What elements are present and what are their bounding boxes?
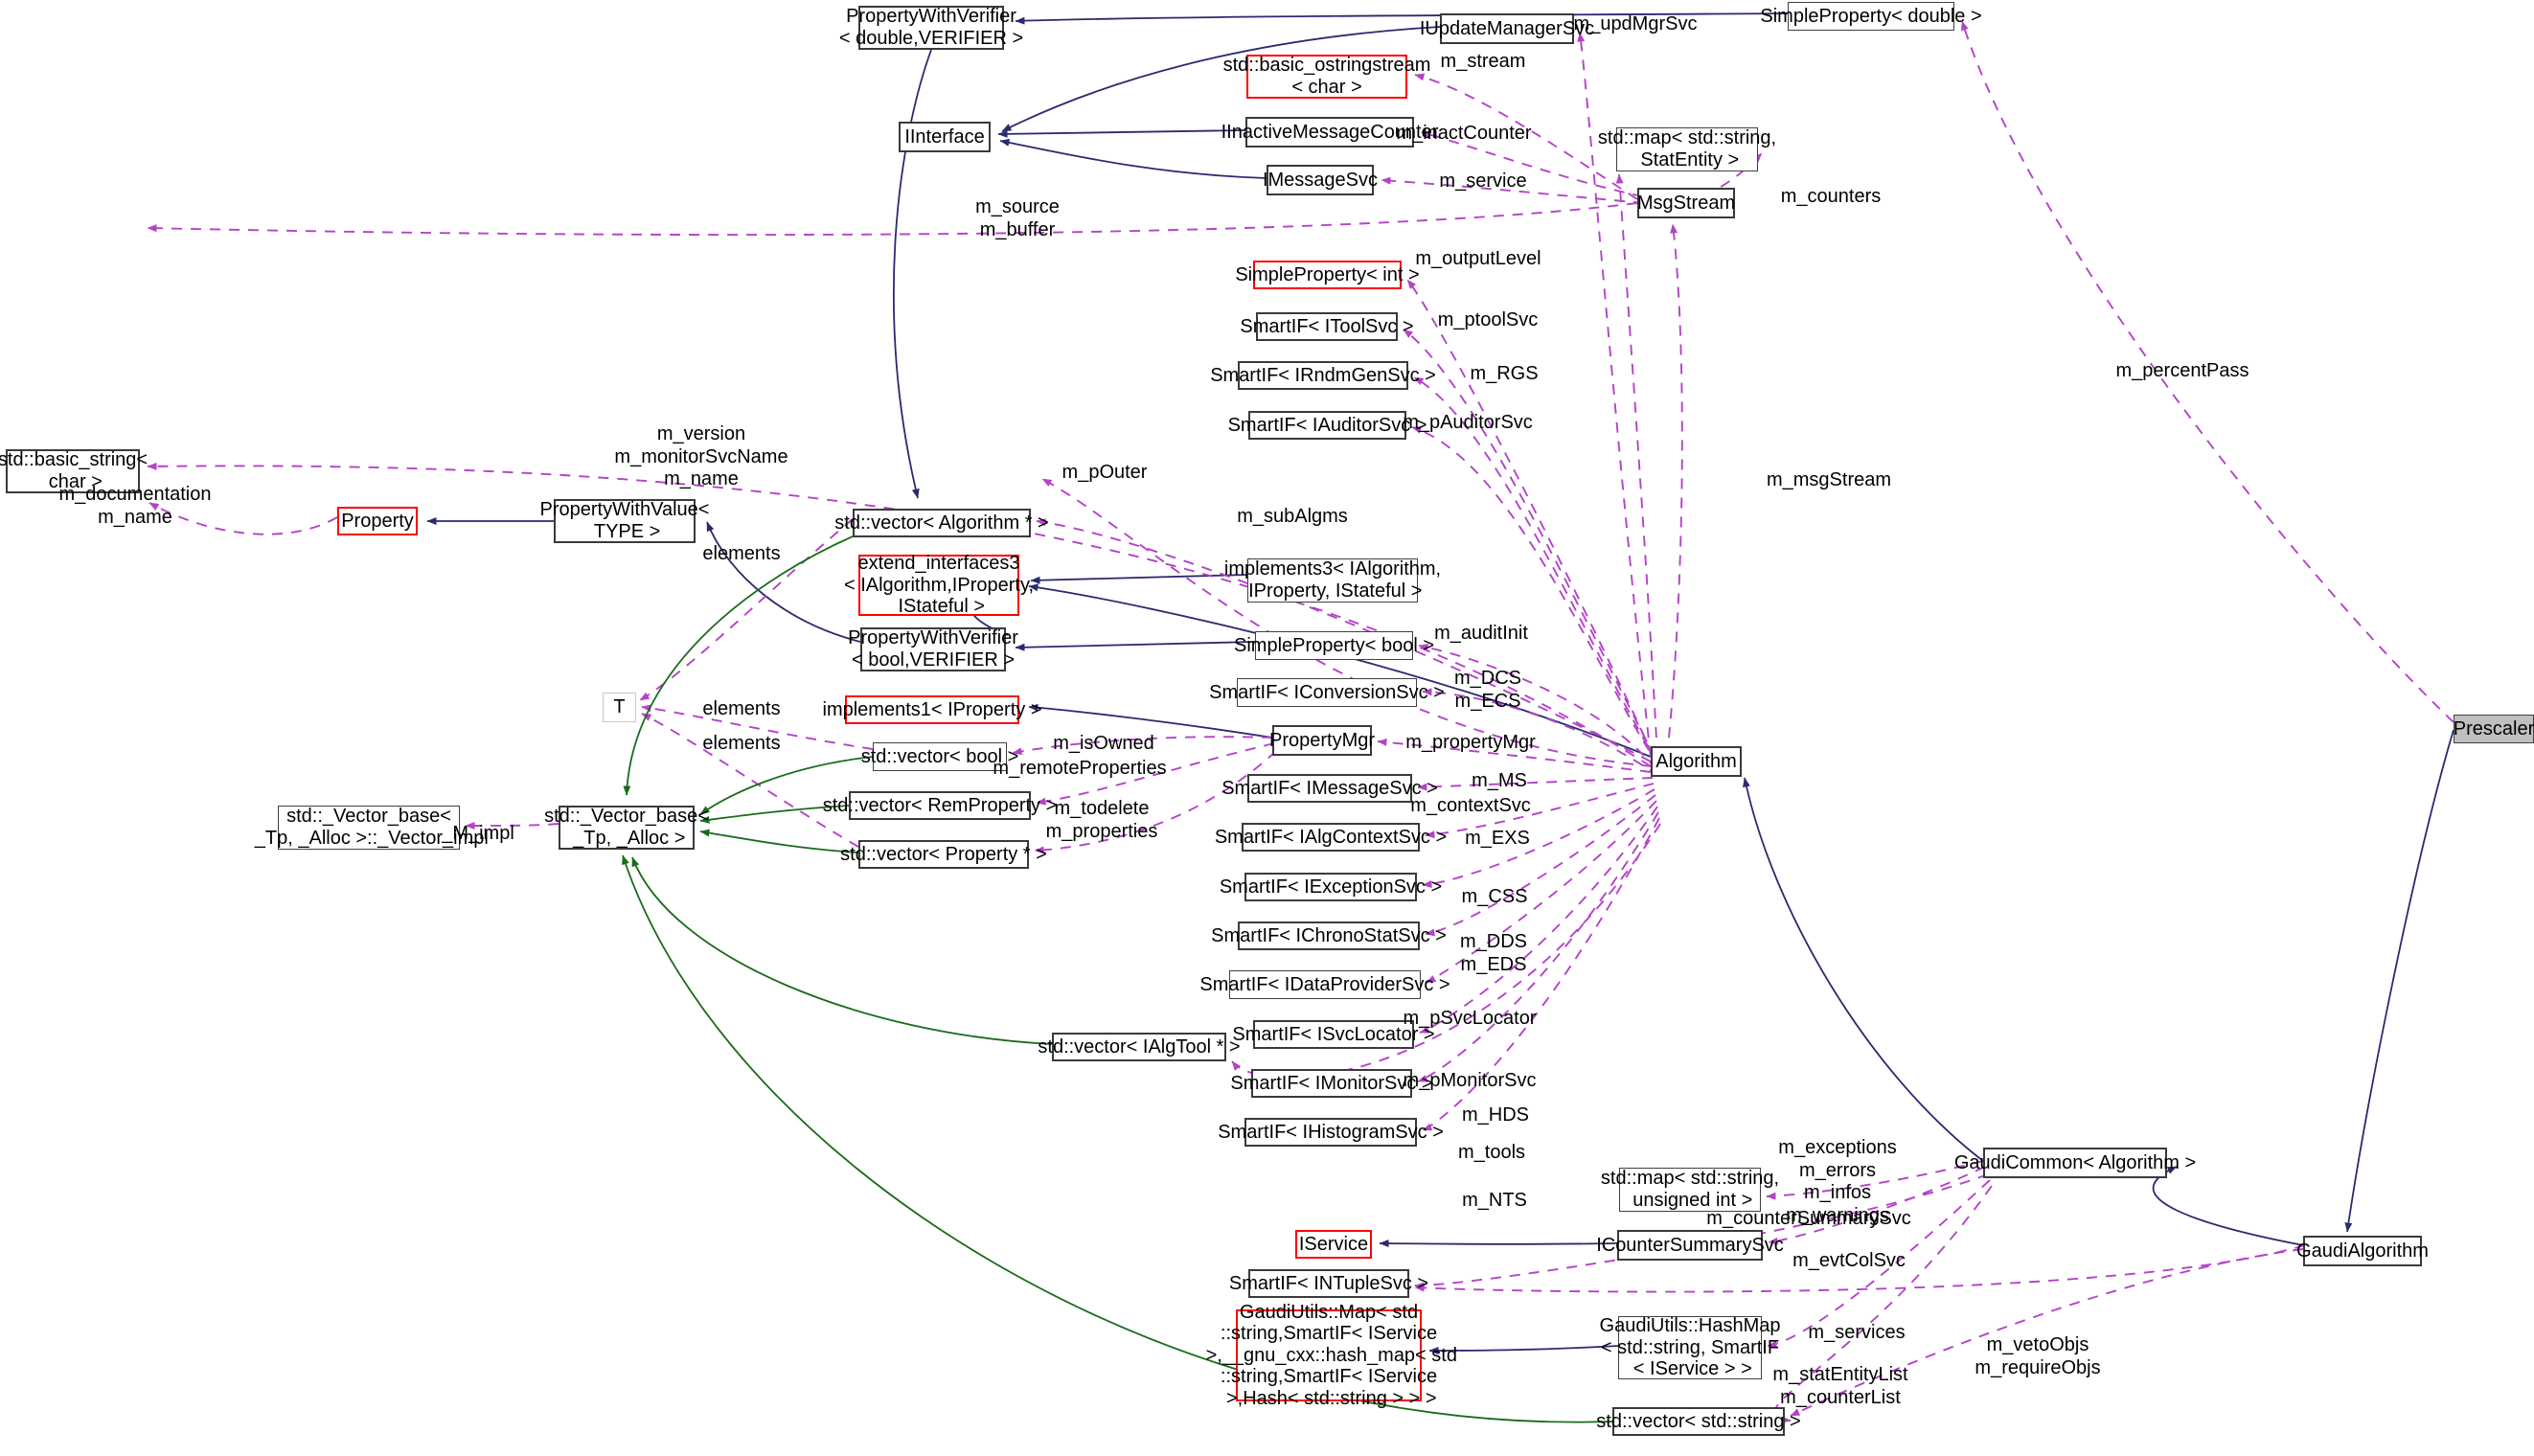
class-node-msgStream[interactable]: MsgStream (1637, 188, 1735, 218)
class-node-iCounterSummarySvc[interactable]: ICounterSummarySvc (1596, 1230, 1784, 1261)
edge-label-elements2: elements (702, 698, 781, 719)
edge-label-elements3: elements (702, 733, 781, 754)
class-node-smartIfIRndmGenSvc[interactable]: SmartIF< IRndmGenSvc > (1210, 361, 1436, 390)
edge-label-m_RGS: m_RGS (1470, 363, 1539, 384)
edge-label-m_DDS_EDS: m_DDS m_EDS (1459, 931, 1528, 975)
edge-label-m_services: m_services (1808, 1322, 1906, 1343)
class-node-vectorBool[interactable]: std::vector< bool > (861, 742, 1018, 771)
class-node-smartIfIToolSvc[interactable]: SmartIF< IToolSvc > (1240, 312, 1414, 341)
class-node-smartIfIMessageSvc[interactable]: SmartIF< IMessageSvc > (1221, 774, 1438, 803)
class-node-algorithm[interactable]: Algorithm (1651, 746, 1742, 777)
edge-label-m_CSS: m_CSS (1461, 886, 1528, 907)
class-node-smartIfINTupleSvc[interactable]: SmartIF< INTupleSvc > (1229, 1269, 1428, 1298)
edge-label-m_ptoolSvc: m_ptoolSvc (1437, 309, 1539, 330)
class-node-prescaler[interactable]: Prescaler (2454, 715, 2534, 743)
class-node-smartIfIExceptionSvc[interactable]: SmartIF< IExceptionSvc > (1220, 873, 1442, 901)
class-node-vectorIAlgToolPtr[interactable]: std::vector< IAlgTool * > (1038, 1033, 1241, 1061)
edge-label-m_outputLevel: m_outputLevel (1415, 248, 1541, 269)
class-node-mapStringStatEntity[interactable]: std::map< std::string, StatEntity > (1597, 127, 1777, 171)
edge-label-m_pOuter: m_pOuter (1062, 462, 1148, 483)
class-node-smartIfIConversionSvc[interactable]: SmartIF< IConversionSvc > (1209, 678, 1445, 707)
class-node-vectorPropertyPtr[interactable]: std::vector< Property * > (840, 840, 1047, 869)
edge-label-m_DCS_ECS: m_DCS m_ECS (1453, 668, 1522, 712)
edge-label-m_counters: m_counters (1780, 186, 1882, 207)
edge-label-m_remoteProperties: m_remoteProperties (993, 758, 1167, 779)
class-node-gaudiUtilsHashMap[interactable]: GaudiUtils::HashMap < std::string, Smart… (1599, 1315, 1781, 1380)
edge-label-m_service: m_service (1439, 171, 1527, 192)
edge-label-m_stream: m_stream (1440, 51, 1526, 72)
class-node-iService[interactable]: IService (1295, 1230, 1372, 1259)
edge-label-m_msgStream: m_msgStream (1766, 469, 1892, 490)
class-node-propWithVerifierBool[interactable]: PropertyWithVerifier < bool,VERIFIER > (848, 627, 1018, 671)
edge-label-m_tools: m_tools (1457, 1142, 1526, 1163)
edge-label-m_HDS: m_HDS (1461, 1104, 1530, 1126)
class-node-gaudiAlgorithm[interactable]: GaudiAlgorithm (2296, 1236, 2429, 1266)
class-node-smartIfIAlgContextSvc[interactable]: SmartIF< IAlgContextSvc > (1215, 823, 1447, 852)
class-node-vectorBaseImpl[interactable]: std::_Vector_base< _Tp, _Alloc >::_Vecto… (254, 806, 489, 850)
class-node-t[interactable]: T (603, 693, 636, 722)
class-node-iMessageSvc[interactable]: IMessageSvc (1263, 165, 1378, 195)
class-node-propWithVerifierDouble[interactable]: PropertyWithVerifier < double,VERIFIER > (838, 6, 1024, 50)
edge-label-elements1: elements (702, 543, 781, 564)
edge-label-m_source_buffer: m_source m_buffer (975, 196, 1060, 240)
edge-label-m_percentPass: m_percentPass (2115, 360, 2249, 381)
class-node-iInterface[interactable]: IInterface (899, 122, 991, 152)
class-node-vectorStdString[interactable]: std::vector< std::string > (1596, 1407, 1801, 1436)
class-node-property[interactable]: Property (337, 507, 418, 535)
edge-label-m_version: m_version m_monitorSvcName m_name (614, 423, 788, 490)
edge-label-m_MS: m_MS (1472, 770, 1527, 791)
edge-label-m_auditInit: m_auditInit (1434, 623, 1528, 644)
class-node-gaudiUtilsMap[interactable]: GaudiUtils::Map< std ::string,SmartIF< I… (1205, 1301, 1457, 1409)
edge-label-m_exceptions: m_exceptions m_errors m_infos m_warnings (1778, 1137, 1897, 1226)
class-node-implements1IProperty[interactable]: implements1< IProperty > (823, 695, 1042, 724)
class-node-propertyWithValueType[interactable]: PropertyWithValue< TYPE > (539, 499, 710, 543)
class-node-smartIfIDataProviderSvc[interactable]: SmartIF< IDataProviderSvc > (1199, 970, 1450, 999)
edge-label-m_isOwned: m_isOwned (1053, 733, 1154, 754)
class-node-iInactiveMessageCounter[interactable]: IInactiveMessageCounter (1221, 117, 1438, 148)
class-node-extendInterfaces3[interactable]: extend_interfaces3 < IAlgorithm,IPropert… (843, 553, 1035, 618)
class-node-simplePropertyDouble[interactable]: SimpleProperty< double > (1760, 2, 1982, 31)
edge-label-m_NTS: m_NTS (1462, 1190, 1527, 1211)
class-node-propertyMgr[interactable]: PropertyMgr (1269, 725, 1375, 756)
usage-edges (147, 20, 2454, 1424)
class-node-smartIfISvcLocator[interactable]: SmartIF< ISvcLocator > (1232, 1020, 1435, 1049)
class-node-vectorAlgorithmPtr[interactable]: std::vector< Algorithm * > (834, 509, 1049, 537)
class-node-basicOstringstream[interactable]: std::basic_ostringstream < char > (1222, 55, 1431, 99)
edge-label-m_subAlgms: m_subAlgms (1237, 506, 1348, 527)
class-node-simplePropertyBool[interactable]: SimpleProperty< bool > (1234, 631, 1434, 660)
class-node-smartIfIHistogramSvc[interactable]: SmartIF< IHistogramSvc > (1218, 1118, 1444, 1147)
class-node-gaudiCommonAlgorithm[interactable]: GaudiCommon< Algorithm > (1954, 1148, 2196, 1178)
edge-label-m_propertyMgr: m_propertyMgr (1405, 732, 1536, 753)
class-node-vectorBase[interactable]: std::_Vector_base< _Tp, _Alloc > (544, 806, 709, 850)
class-node-mapStringUnsignedInt[interactable]: std::map< std::string, unsigned int > (1600, 1168, 1780, 1212)
edge-label-m_evtColSvc: m_evtColSvc (1792, 1250, 1906, 1271)
edge-label-m_statEntityList: m_statEntityList m_counterList (1772, 1364, 1908, 1408)
class-node-smartIfIMonitorSvc[interactable]: SmartIF< IMonitorSvc > (1230, 1069, 1433, 1098)
template-edges (622, 535, 1613, 1423)
edge-label-m_EXS: m_EXS (1465, 828, 1530, 849)
class-node-implements3[interactable]: implements3< IAlgorithm, IProperty, ISta… (1223, 558, 1442, 603)
edge-label-m_todelete: m_todelete m_properties (1045, 798, 1158, 842)
class-node-simplePropertyInt[interactable]: SimpleProperty< int > (1235, 261, 1420, 289)
class-node-vectorRemProperty[interactable]: std::vector< RemProperty > (823, 791, 1057, 820)
class-node-smartIfIChronoStatSvc[interactable]: SmartIF< IChronoStatSvc > (1211, 921, 1447, 950)
class-node-smartIfIAuditorSvc[interactable]: SmartIF< IAuditorSvc > (1228, 411, 1427, 440)
edge-label-m_vetoObjs: m_vetoObjs m_requireObjs (1975, 1334, 2101, 1378)
class-node-basicStringChar[interactable]: std::basic_string< char > (0, 449, 148, 493)
class-node-iUpdateManagerSvc[interactable]: IUpdateManagerSvc (1420, 13, 1594, 44)
